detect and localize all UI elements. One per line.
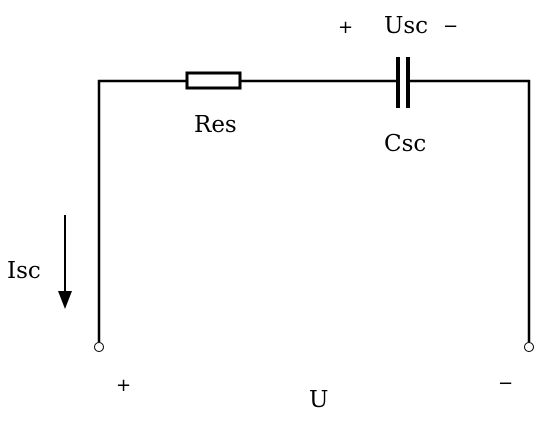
resistor-body: [185, 71, 242, 90]
current-label: Isc: [7, 258, 41, 284]
capacitor-label: Csc: [384, 131, 427, 157]
resistor-label: Res: [194, 112, 237, 138]
capacitor-plus-sign: +: [338, 17, 354, 38]
terminal-left: [94, 342, 104, 352]
capacitor-minus-sign: −: [443, 16, 459, 37]
capacitor-voltage-label: Usc: [384, 13, 429, 39]
terminal-right: [524, 342, 534, 352]
current-arrow-head-icon: [58, 291, 72, 309]
voltage-label: U: [309, 387, 329, 413]
terminal-minus-sign: −: [498, 373, 514, 394]
terminal-plus-sign: +: [116, 375, 132, 396]
